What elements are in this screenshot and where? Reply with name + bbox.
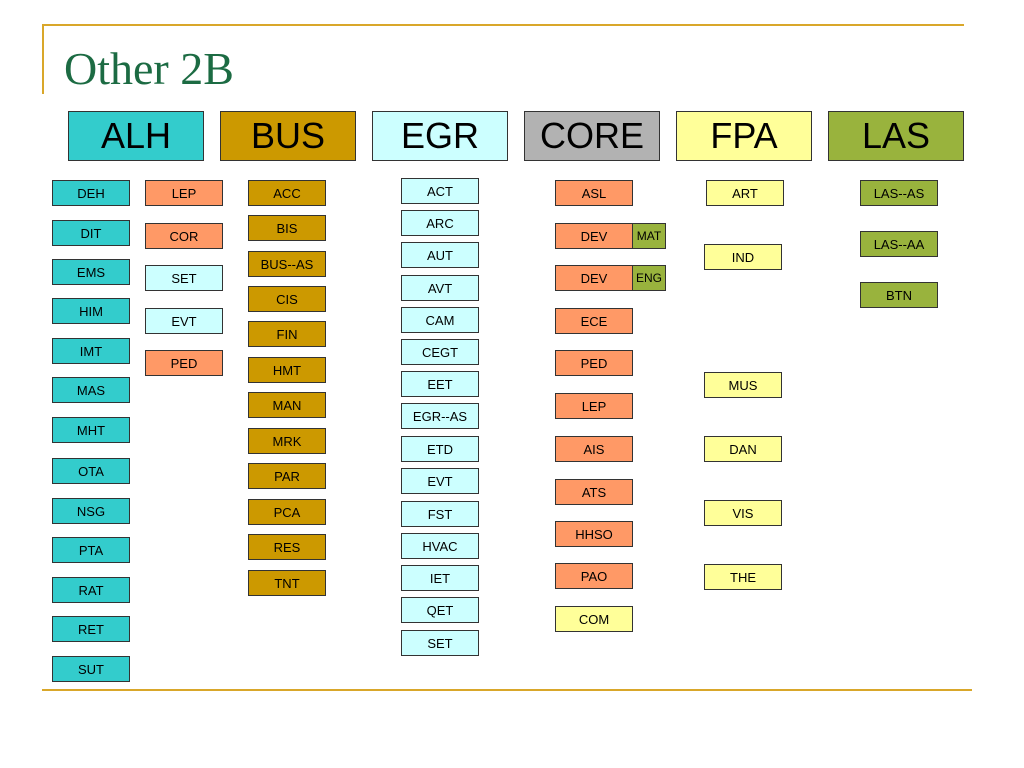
bus-box: MRK — [248, 428, 326, 454]
fpa-box: MUS — [704, 372, 782, 398]
frame-top-line — [42, 24, 964, 26]
alh-box: RAT — [52, 577, 130, 603]
alh2-box: PED — [145, 350, 223, 376]
frame-left-line — [42, 24, 44, 94]
core-box: DEV — [555, 265, 633, 291]
alh-box: SUT — [52, 656, 130, 682]
fpa-box: DAN — [704, 436, 782, 462]
alh2-box: EVT — [145, 308, 223, 334]
bus-box: ACC — [248, 180, 326, 206]
header-alh: ALH — [68, 111, 204, 161]
core-box: ECE — [555, 308, 633, 334]
header-las: LAS — [828, 111, 964, 161]
alh-box: DIT — [52, 220, 130, 246]
core-sub-box: MAT — [632, 223, 666, 249]
bus-box: FIN — [248, 321, 326, 347]
alh-box: MAS — [52, 377, 130, 403]
las-box: BTN — [860, 282, 938, 308]
egr-box: ACT — [401, 178, 479, 204]
egr-box: FST — [401, 501, 479, 527]
las-box: LAS--AA — [860, 231, 938, 257]
core-box: ATS — [555, 479, 633, 505]
core-box: ASL — [555, 180, 633, 206]
header-core: CORE — [524, 111, 660, 161]
bus-box: PCA — [248, 499, 326, 525]
bus-box: RES — [248, 534, 326, 560]
header-egr: EGR — [372, 111, 508, 161]
alh-box: NSG — [52, 498, 130, 524]
fpa-box: ART — [706, 180, 784, 206]
header-fpa: FPA — [676, 111, 812, 161]
alh-box: PTA — [52, 537, 130, 563]
egr-box: ARC — [401, 210, 479, 236]
egr-box: HVAC — [401, 533, 479, 559]
alh-box: HIM — [52, 298, 130, 324]
core-box: HHSO — [555, 521, 633, 547]
fpa-box: THE — [704, 564, 782, 590]
egr-box: IET — [401, 565, 479, 591]
alh-box: MHT — [52, 417, 130, 443]
alh2-box: SET — [145, 265, 223, 291]
bus-box: CIS — [248, 286, 326, 312]
bus-box: MAN — [248, 392, 326, 418]
fpa-box: VIS — [704, 500, 782, 526]
core-box: PED — [555, 350, 633, 376]
egr-box: CEGT — [401, 339, 479, 365]
bus-box: BIS — [248, 215, 326, 241]
egr-box: SET — [401, 630, 479, 656]
alh-box: OTA — [52, 458, 130, 484]
alh-box: EMS — [52, 259, 130, 285]
core-sub-box: ENG — [632, 265, 666, 291]
egr-box: EET — [401, 371, 479, 397]
frame-bottom-line — [42, 689, 972, 691]
core-box: COM — [555, 606, 633, 632]
slide-title: Other 2B — [64, 43, 234, 94]
bus-box: TNT — [248, 570, 326, 596]
egr-box: EVT — [401, 468, 479, 494]
alh2-box: LEP — [145, 180, 223, 206]
egr-box: EGR--AS — [401, 403, 479, 429]
egr-box: AVT — [401, 275, 479, 301]
las-box: LAS--AS — [860, 180, 938, 206]
bus-box: BUS--AS — [248, 251, 326, 277]
bus-box: PAR — [248, 463, 326, 489]
core-box: AIS — [555, 436, 633, 462]
core-box: DEV — [555, 223, 633, 249]
alh2-box: COR — [145, 223, 223, 249]
egr-box: QET — [401, 597, 479, 623]
alh-box: DEH — [52, 180, 130, 206]
alh-box: IMT — [52, 338, 130, 364]
alh-box: RET — [52, 616, 130, 642]
header-bus: BUS — [220, 111, 356, 161]
egr-box: ETD — [401, 436, 479, 462]
core-box: PAO — [555, 563, 633, 589]
core-box: LEP — [555, 393, 633, 419]
fpa-box: IND — [704, 244, 782, 270]
egr-box: AUT — [401, 242, 479, 268]
bus-box: HMT — [248, 357, 326, 383]
egr-box: CAM — [401, 307, 479, 333]
